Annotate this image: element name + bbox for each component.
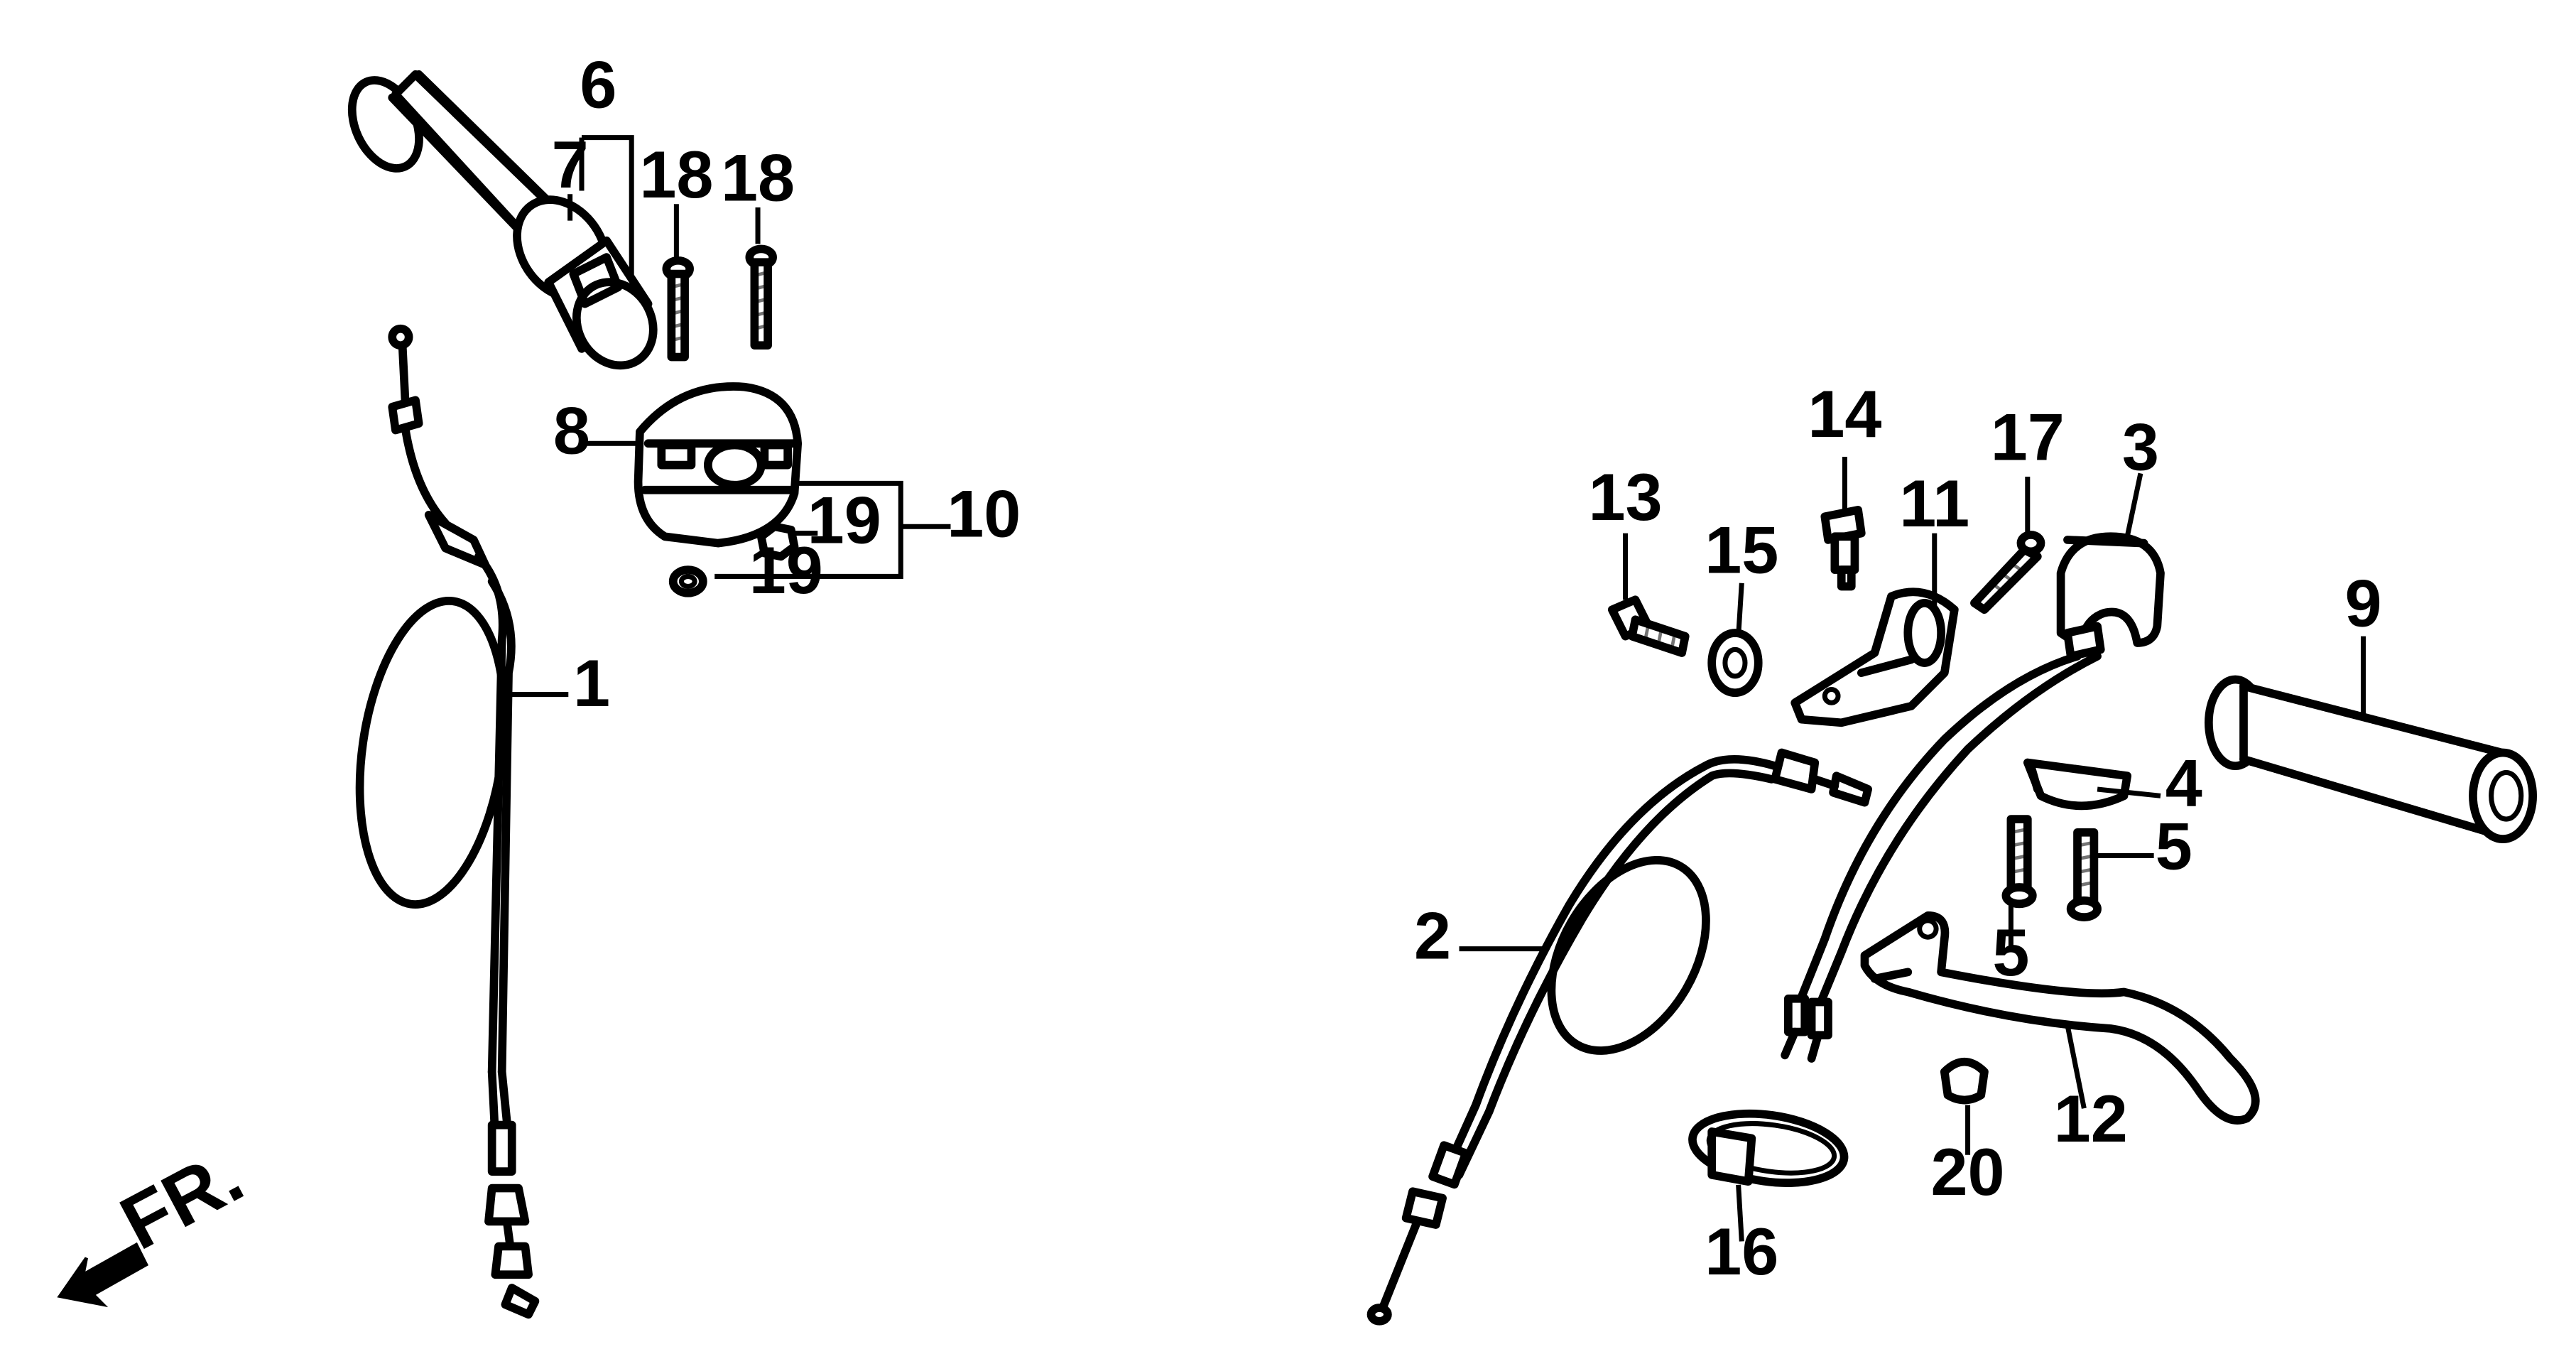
- clutch-cable-part: [1366, 748, 1873, 1326]
- callout-11: 11: [1899, 466, 1969, 541]
- screw-17-part: [1970, 531, 2045, 614]
- throttle-housing-part: [634, 382, 803, 548]
- front-direction-label: FR.: [107, 1132, 256, 1265]
- callout-17: 17: [1991, 400, 2065, 475]
- callout-15: 15: [1705, 513, 1778, 587]
- switch-3-part: [1781, 532, 2165, 1063]
- callout-10: 10: [947, 476, 1021, 551]
- callout-13: 13: [1588, 460, 1662, 534]
- callout-7: 7: [552, 127, 589, 202]
- nut-19a-part: [756, 522, 799, 561]
- callout-2: 2: [1414, 899, 1451, 973]
- callout-1: 1: [573, 646, 610, 720]
- callout-20: 20: [1931, 1134, 2005, 1209]
- callout-8: 8: [553, 393, 590, 467]
- throttle-cable-part: [355, 324, 540, 1319]
- pivot-bolt-14-part: [1820, 505, 1866, 591]
- callout-18b: 18: [721, 141, 795, 215]
- bolt-13-part: [1607, 595, 1690, 657]
- screw-5a-part: [2001, 815, 2037, 909]
- callout-12: 12: [2054, 1081, 2128, 1156]
- lever-12-part: [1860, 911, 2260, 1125]
- band-16-part: [1688, 1109, 1849, 1187]
- callout-3: 3: [2122, 410, 2159, 484]
- callout-14: 14: [1808, 377, 1881, 451]
- callout-19a: 19: [808, 483, 881, 558]
- cap-20-part: [1940, 1058, 1989, 1105]
- screw-18b-part: [745, 244, 777, 350]
- callout-19b: 19: [749, 533, 823, 607]
- callout-5b: 5: [1992, 915, 2029, 990]
- front-direction-arrow: FR.: [57, 1132, 256, 1308]
- callout-labels: 6 7 18 18 8 19 19 10 1 14 17 3 13 11 15 …: [552, 48, 2382, 1289]
- lever-bracket-11-part: [1790, 587, 1959, 727]
- callout-9: 9: [2344, 566, 2381, 641]
- callout-6: 6: [580, 48, 616, 122]
- nut-15-part: [1707, 629, 1763, 698]
- throttle-grip-part: [347, 70, 658, 370]
- callout-5a: 5: [2156, 808, 2192, 883]
- callout-16: 16: [1705, 1214, 1778, 1289]
- callout-4: 4: [2165, 745, 2202, 820]
- nut-19b-part: [668, 565, 707, 597]
- left-grip-9-part: [2205, 675, 2538, 843]
- cover-4-part: [2023, 758, 2132, 811]
- leader-lines-right: [1459, 456, 2366, 1242]
- leader-lines-left: [509, 135, 951, 698]
- callout-18a: 18: [639, 137, 713, 212]
- screw-18a-part: [662, 256, 694, 362]
- screw-5b-part: [2066, 828, 2102, 921]
